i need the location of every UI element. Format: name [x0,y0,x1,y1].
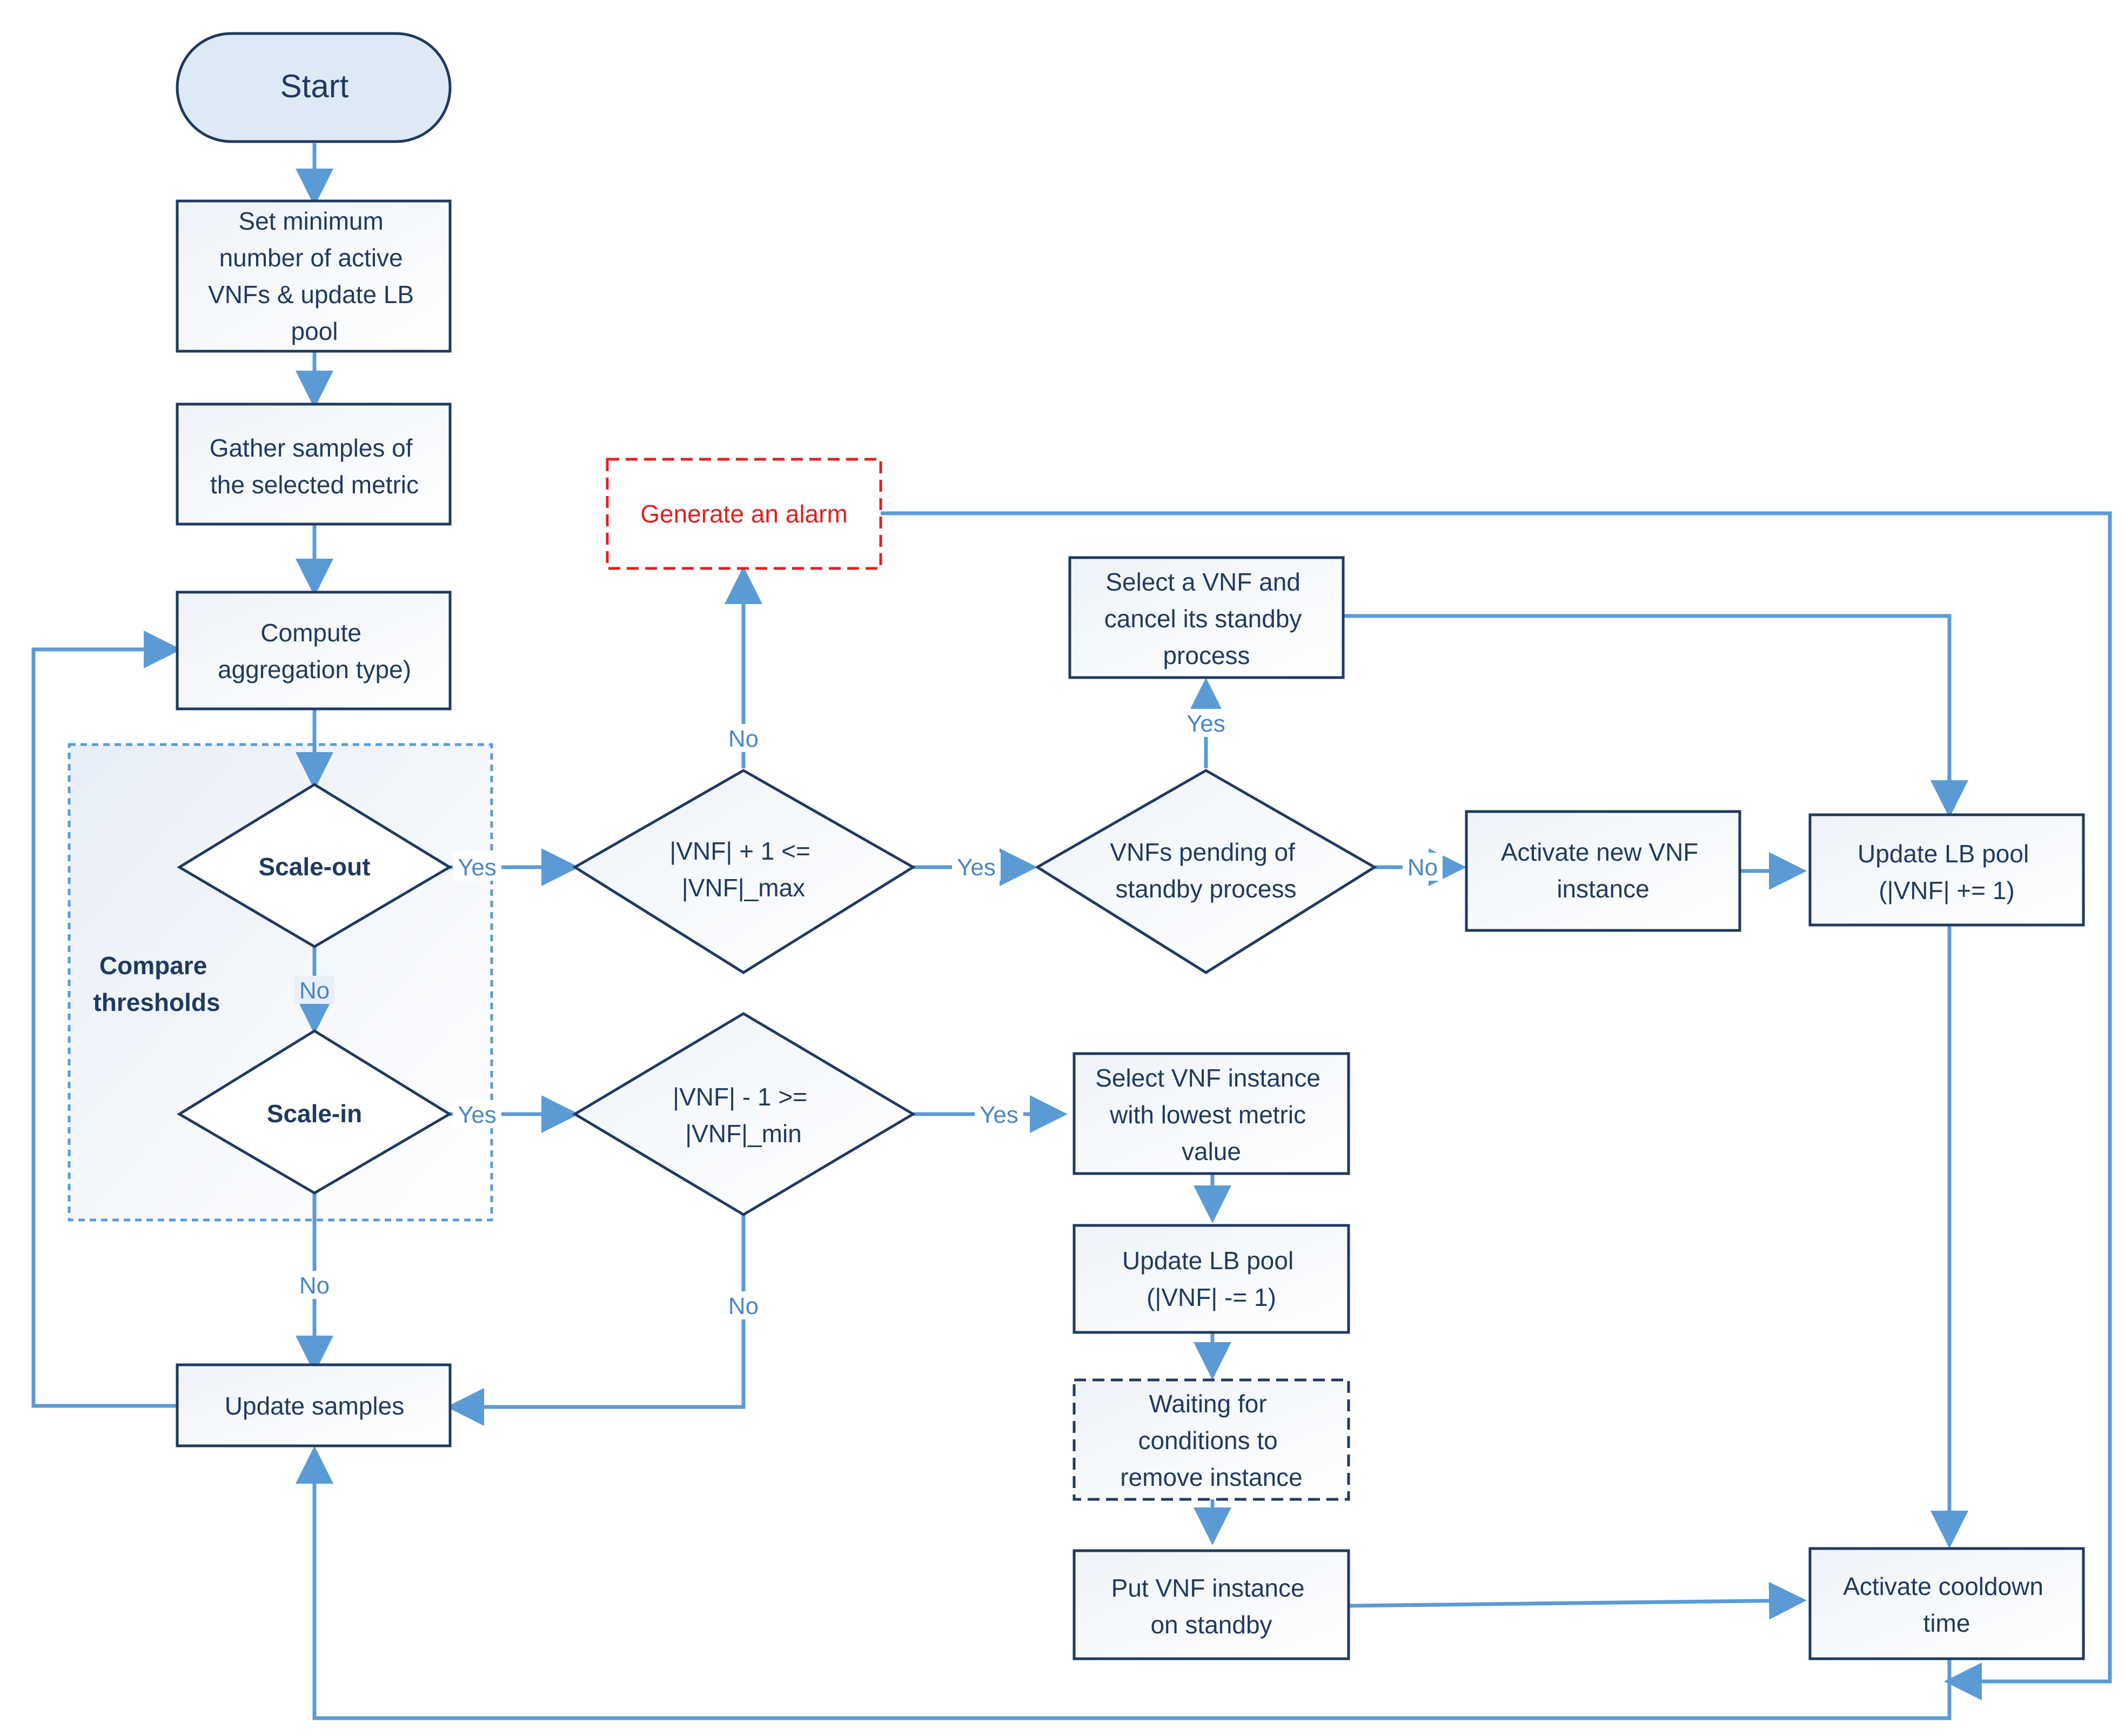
min-yes-label: Yes [980,1102,1018,1128]
activate-new-box: Activate new VNF instance [1465,810,1741,932]
max-check-decision: |VNF| + 1 <= |VNF|_max [572,769,916,974]
scale-out-no-label: No [299,977,330,1004]
edge-labels: Yes No No Yes Yes No Yes No Yes No [294,709,1443,1319]
scale-out-yes-label: Yes [458,854,497,881]
min-check-label: |VNF| - 1 >= |VNF|_min [673,1083,814,1148]
set-minimum-label: Set minimum number of active VNFs & upda… [208,207,421,345]
edge-min-updatesamples [446,1215,746,1426]
scale-out-decision: Scale-out [177,783,452,948]
put-standby-box: Put VNF instance on standby [1072,1549,1350,1660]
scale-out-label: Scale-out [258,853,370,881]
pending-label: VNFs pending of standby process [1110,838,1302,903]
scale-in-no-label: No [299,1272,330,1299]
max-no-label: No [728,726,759,752]
generate-alarm-label: Generate an alarm [640,500,848,528]
min-check-decision: |VNF| - 1 >= |VNF|_min [572,1012,916,1216]
cooldown-box: Activate cooldown time [1808,1547,2085,1660]
compute-aggregation-label: Compute aggregation type) [218,619,411,683]
connectors [31,143,2112,1720]
update-minus-box: Update LB pool (|VNF| -= 1) [1072,1224,1350,1334]
update-samples-label: Update samples [225,1392,404,1420]
edge-putstandby-cooldown [1348,1581,1807,1620]
pending-no-label: No [1407,854,1438,881]
put-standby-label: Put VNF instance on standby [1111,1574,1312,1639]
compare-thresholds-label: Compare thresholds [93,951,220,1016]
select-lowest-box: Select VNF instance with lowest metric v… [1072,1052,1350,1175]
compute-aggregation-box: Compute aggregation type) [176,591,452,711]
generate-alarm-box: Generate an alarm [606,458,882,570]
update-samples-box: Update samples [176,1363,452,1447]
select-cancel-box: Select a VNF and cancel its standby proc… [1068,556,1345,679]
max-check-label: |VNF| + 1 <= |VNF|_max [669,837,817,902]
waiting-label: Waiting for conditions to remove instanc… [1120,1390,1303,1491]
start-node: Start [176,32,452,143]
select-lowest-label: Select VNF instance with lowest metric v… [1095,1064,1328,1165]
update-minus-label: Update LB pool (|VNF| -= 1) [1122,1246,1301,1311]
scale-in-decision: Scale-in [177,1029,452,1195]
waiting-box: Waiting for conditions to remove instanc… [1072,1378,1350,1501]
scale-in-label: Scale-in [267,1100,362,1128]
edge-select-updateplus [1343,614,1968,818]
update-plus-box: Update LB pool (|VNF| += 1) [1808,813,2085,927]
activate-new-label: Activate new VNF instance [1501,838,1705,903]
select-cancel-label: Select a VNF and cancel its standby proc… [1104,568,1309,669]
update-plus-label: Update LB pool (|VNF| += 1) [1858,840,2036,904]
edge-updatesamples-compute [31,631,182,1408]
gather-samples-box: Gather samples of the selected metric [176,403,452,526]
gather-samples-label: Gather samples of the selected metric [210,434,420,499]
min-no-label: No [728,1293,759,1319]
edge-cooldown-updatesamples [296,1446,1952,1720]
start-label: Start [280,68,349,104]
pending-decision: VNFs pending of standby process [1035,769,1377,974]
max-yes-label: Yes [957,854,996,881]
set-minimum-box: Set minimum number of active VNFs & upda… [176,199,452,353]
scale-in-yes-label: Yes [458,1102,497,1128]
cooldown-label: Activate cooldown time [1843,1572,2050,1637]
pending-yes-label: Yes [1186,711,1225,737]
edge-alarm-end [881,511,2112,1700]
